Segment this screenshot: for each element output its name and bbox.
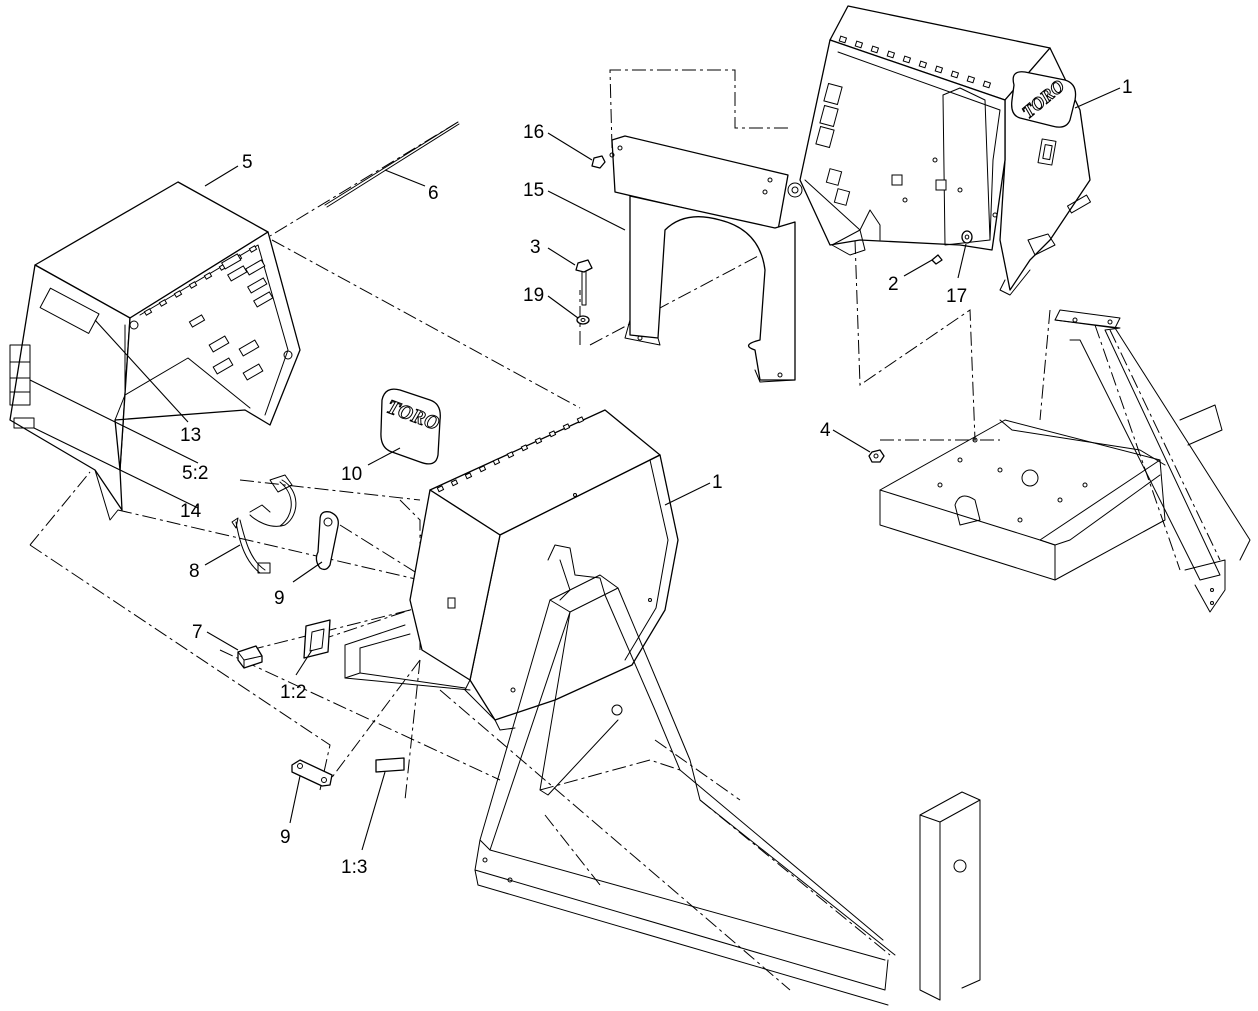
callout-1-top: 1 — [1122, 77, 1133, 98]
nut-part-4 — [868, 449, 885, 463]
bolt-part-3 — [575, 259, 593, 306]
assembly-center-lines — [29, 69, 1221, 991]
left-hood-part-5 — [9, 121, 460, 521]
screw-part-2 — [931, 254, 943, 265]
bracket-part-9-upper — [315, 511, 339, 571]
callout-16: 16 — [523, 122, 544, 143]
callout-10: 10 — [341, 464, 362, 485]
callout-1-2: 1:2 — [280, 682, 306, 703]
bezel-part-1-2 — [303, 619, 331, 659]
right-hood-part-1-top: TORO — [787, 5, 1092, 296]
decal-13 — [39, 287, 100, 334]
callout-3: 3 — [530, 237, 541, 258]
leader-lines — [29, 87, 1121, 851]
right-frame-assembly — [879, 309, 1251, 613]
callout-19: 19 — [523, 285, 544, 306]
callout-6: 6 — [428, 183, 439, 204]
decal-part-1-3 — [375, 757, 405, 773]
callout-14: 14 — [180, 501, 202, 522]
washer-part-19 — [576, 315, 590, 325]
callout-9-upper: 9 — [274, 588, 285, 609]
nut-part-16 — [591, 155, 606, 169]
callout-2: 2 — [888, 274, 899, 295]
washer-part-17 — [961, 230, 973, 244]
callout-17: 17 — [946, 286, 967, 307]
callout-7: 7 — [192, 622, 203, 643]
callout-4: 4 — [820, 420, 831, 441]
shield-part-15 — [609, 135, 796, 383]
switch-part-7 — [237, 645, 263, 669]
callout-5-2: 5:2 — [182, 463, 208, 484]
callout-labels: 1 16 15 3 19 2 17 4 5 6 13 5:2 14 10 1 8… — [180, 77, 1133, 878]
callout-8: 8 — [189, 561, 200, 582]
callout-13: 13 — [180, 425, 201, 446]
toro-decal-part-10: TORO — [380, 388, 443, 465]
callout-1-3: 1:3 — [341, 857, 367, 878]
decal-5-2 — [9, 344, 31, 406]
rod-part-6 — [324, 121, 459, 206]
callout-15: 15 — [523, 180, 544, 201]
lower-frame-assembly — [474, 544, 981, 1006]
callout-9-lower: 9 — [280, 827, 291, 848]
wire-harness-part-8 — [231, 474, 297, 574]
callout-5: 5 — [242, 152, 253, 173]
callout-1-mid: 1 — [712, 472, 723, 493]
decal-14 — [13, 417, 35, 429]
bracket-part-9-lower — [291, 759, 333, 787]
center-hood-part-1 — [344, 409, 679, 731]
